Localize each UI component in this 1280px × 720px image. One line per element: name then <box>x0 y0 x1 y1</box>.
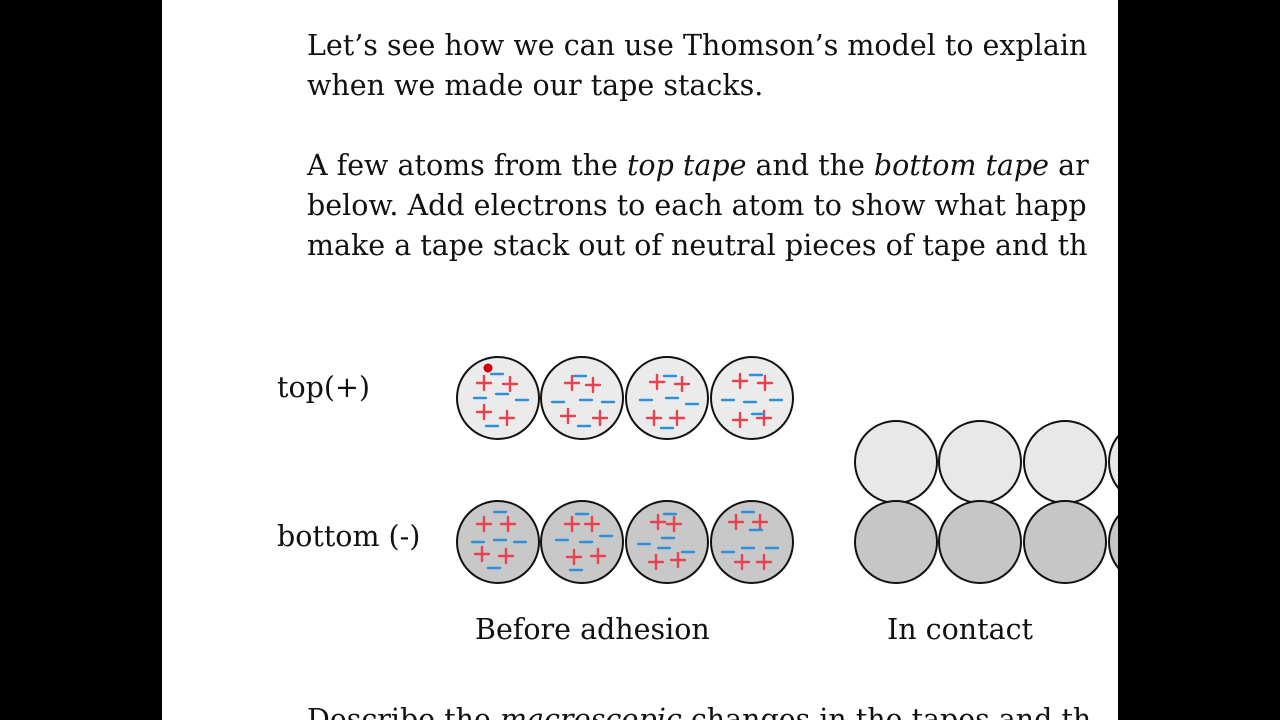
bottom-atom-4[interactable] <box>710 500 794 584</box>
top-tape-term: top tape <box>626 149 747 182</box>
instruction-text: A few atoms from the <box>307 149 627 182</box>
contact-bottom-atom-3[interactable] <box>1023 500 1107 584</box>
macroscopic-term: macroscopic <box>499 703 682 720</box>
intro-line-1: Let’s see how we can use Thomson’s model… <box>307 29 1088 62</box>
describe-text: Describe the <box>307 703 500 720</box>
top-atom-3[interactable] <box>625 356 709 440</box>
contact-bottom-atom-4[interactable] <box>1108 501 1118 583</box>
bottom-atom-3[interactable] <box>625 500 709 584</box>
contact-bottom-atom-1[interactable] <box>854 500 938 584</box>
describe-text: changes in the tapes and th <box>681 703 1092 720</box>
instruction-text: ar <box>1049 149 1089 182</box>
bottom-atom-2[interactable] <box>540 500 624 584</box>
atom-diagram <box>456 356 1118 584</box>
instruction-line-2: below. Add electrons to each atom to sho… <box>307 189 1087 222</box>
intro-paragraph: Let’s see how we can use Thomson’s model… <box>307 26 1087 106</box>
instruction-paragraph: A few atoms from the top tape and the bo… <box>307 146 1089 266</box>
bottom-atom-1[interactable] <box>456 500 540 584</box>
intro-line-2: when we made our tape stacks. <box>307 69 764 102</box>
contact-bottom-atom-2[interactable] <box>938 500 1022 584</box>
top-atom-2[interactable] <box>540 356 624 440</box>
contact-top-atom-4[interactable] <box>1108 421 1118 503</box>
bottom-atom-row <box>456 500 794 584</box>
top-atom-4[interactable] <box>710 356 794 440</box>
in-contact-caption: In contact <box>887 613 1034 646</box>
top-atom-row <box>456 356 794 440</box>
top-row-label: top(+) <box>277 371 370 404</box>
bottom-row-label: bottom (-) <box>277 520 421 553</box>
describe-paragraph: Describe the macroscopic changes in the … <box>307 700 1091 720</box>
slide: Let’s see how we can use Thomson’s model… <box>162 0 1118 720</box>
instruction-text: and the <box>746 149 874 182</box>
describe-line-1: Describe the macroscopic changes in the … <box>307 700 1091 720</box>
pointer-dot <box>483 363 493 373</box>
contact-top-atom-1[interactable] <box>854 420 938 504</box>
contact-top-atom-2[interactable] <box>938 420 1022 504</box>
contact-bottom-row <box>854 500 1118 584</box>
bottom-tape-term: bottom tape <box>873 149 1050 182</box>
instruction-line-1: A few atoms from the top tape and the bo… <box>307 146 1089 186</box>
contact-top-atom-3[interactable] <box>1023 420 1107 504</box>
top-atom-1[interactable] <box>456 356 540 440</box>
contact-top-row <box>854 420 1118 504</box>
instruction-line-3: make a tape stack out of neutral pieces … <box>307 229 1088 262</box>
before-adhesion-caption: Before adhesion <box>475 613 710 646</box>
